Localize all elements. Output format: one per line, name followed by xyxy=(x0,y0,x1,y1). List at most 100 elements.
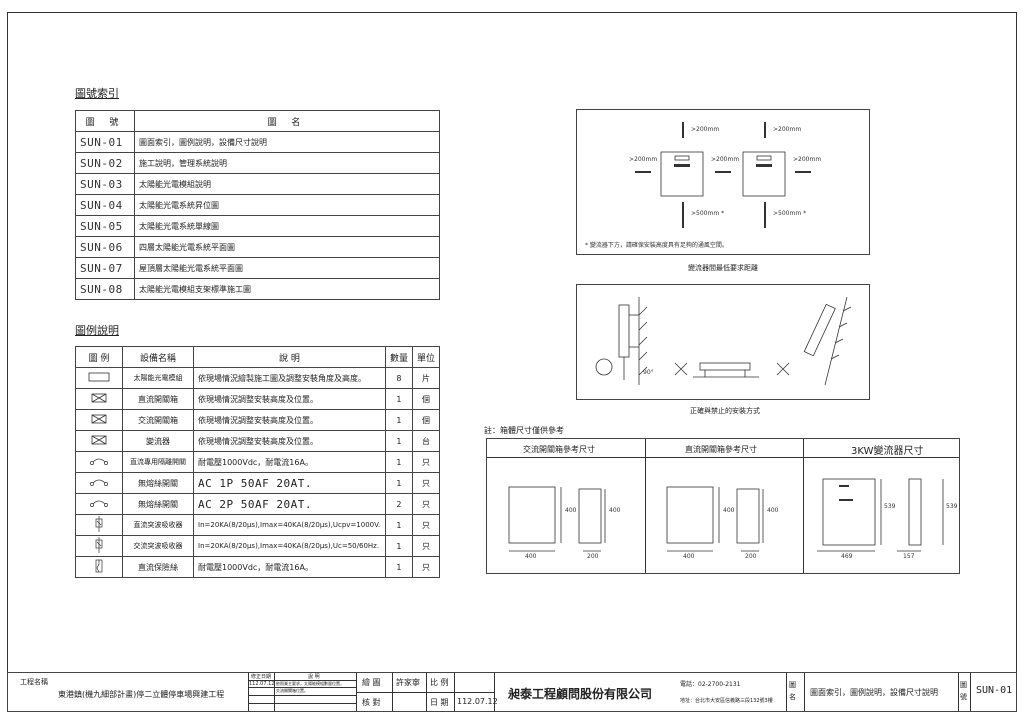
index-name: 太陽能光電系統昇位圖 xyxy=(134,194,440,216)
box-icon xyxy=(75,388,123,410)
index-title: 圖號索引 xyxy=(75,87,119,100)
left-clearance: >200mm xyxy=(629,156,658,163)
drafter-name: 許家寧 xyxy=(396,678,420,687)
scale-label: 比 例 xyxy=(430,678,449,687)
dims-drawing xyxy=(508,478,944,552)
ac-width: 400 xyxy=(525,553,537,560)
index-code: SUN-01 xyxy=(75,131,135,153)
company-name: 昶泰工程顧問股份有限公司 xyxy=(508,687,653,701)
top-clearance-2: >200mm xyxy=(773,126,802,133)
legend-row: 交流開關箱 依現場情況調整安裝高度及位置。 1 個 xyxy=(75,409,441,431)
dc-dims-header: 直流開關箱參考尺寸 xyxy=(685,445,757,454)
legend-desc: In=20KA(8/20μs),Imax=40KA(8/20μs),Ucpv=1… xyxy=(193,514,386,536)
legend-qty: 1 xyxy=(384,388,413,410)
legend-unit: 只 xyxy=(411,451,441,473)
legend-unit: 個 xyxy=(411,388,441,410)
legend-header-unit: 單位 xyxy=(411,346,441,368)
index-header-name: 圖 名 xyxy=(134,110,440,132)
surge-protector-icon xyxy=(75,535,123,557)
legend-desc: In=20KA(8/20μs),Imax=40KA(8/20μs),Uc=50/… xyxy=(193,535,386,557)
title-block: 工程名稱 東港鎮(機九細部計畫)停二立體停車場興建工程 修正日期 說 明 112… xyxy=(7,672,1017,712)
legend-name: 直流專用隔離開關 xyxy=(122,451,194,473)
legend-unit: 片 xyxy=(411,367,441,389)
ac-dims-header: 交流開關箱參考尺寸 xyxy=(523,445,595,454)
legend-row: 無熔絲開關 AC 1P 50AF 20AT. 1 只 xyxy=(75,472,441,494)
solar-module-icon xyxy=(75,367,123,389)
inverter-depth: 157 xyxy=(903,553,915,560)
ac-height: 400 xyxy=(565,507,577,514)
legend-qty: 1 xyxy=(384,451,413,473)
sheet-name-label: 圖名 xyxy=(789,681,796,701)
index-name: 圖面索引，圖例說明，設備尺寸說明 xyxy=(134,131,440,153)
legend-desc: 耐電壓1000Vdc，耐電流16A。 xyxy=(193,451,386,473)
mounting-diagram: 90° xyxy=(576,284,870,400)
legend-table: 圖 例 設備名稱 說 明 數量 單位 太陽能光電模組 依現場情況繪製施工圖及調整… xyxy=(75,346,441,578)
index-row: SUN-02 施工說明，管理系統說明 xyxy=(75,152,440,174)
legend-name: 無熔絲開關 xyxy=(122,493,194,515)
legend-qty: 1 xyxy=(384,409,413,431)
mounting-drawing xyxy=(595,296,852,386)
ac-height-side: 400 xyxy=(609,507,621,514)
dc-width: 400 xyxy=(683,553,695,560)
legend-qty: 1 xyxy=(384,514,413,536)
company-address: 地址：台北市大安區信義路三段132號3樓 xyxy=(680,698,773,704)
inverter-height-side: 539 xyxy=(946,503,958,510)
index-name: 施工說明，管理系統說明 xyxy=(134,152,440,174)
inverter-width: 469 xyxy=(841,553,853,560)
switch-icon xyxy=(75,472,123,494)
surge-protector-icon xyxy=(75,514,123,536)
box-icon xyxy=(75,409,123,431)
index-header-code: 圖 號 xyxy=(75,110,135,132)
legend-desc: AC 1P 50AF 20AT. xyxy=(193,472,386,494)
legend-unit: 只 xyxy=(411,472,441,494)
ac-depth: 200 xyxy=(587,553,599,560)
project-label: 工程名稱 xyxy=(20,678,48,686)
clearance-caption: 變流器間最低要求距離 xyxy=(688,264,758,272)
inverter-dims-header: 3KW變流器尺寸 xyxy=(851,446,924,457)
index-row: SUN-07 屋頂層太陽能光電系統平面圖 xyxy=(75,257,440,279)
index-name: 太陽能光電模組支架標準施工圖 xyxy=(134,278,440,300)
legend-desc: 依現場情況調整安裝高度及位置。 xyxy=(193,388,386,410)
clearance-drawing xyxy=(635,122,811,228)
legend-unit: 只 xyxy=(411,556,441,578)
sheet-name: 圖面索引，圖例說明，設備尺寸說明 xyxy=(810,688,938,697)
index-row: SUN-01 圖面索引，圖例說明，設備尺寸說明 xyxy=(75,131,440,153)
sheet-number: SUN-01 xyxy=(976,685,1013,696)
legend-header-qty: 數量 xyxy=(384,346,413,368)
index-code: SUN-02 xyxy=(75,152,135,174)
legend-name: 交流突波吸收器 xyxy=(122,535,194,557)
index-code: SUN-06 xyxy=(75,236,135,258)
index-name: 太陽能光電模組說明 xyxy=(134,173,440,195)
bottom-clearance-1: >500mm * xyxy=(691,210,725,217)
legend-header-name: 設備名稱 xyxy=(122,346,194,368)
bottom-clearance-2: >500mm * xyxy=(773,210,807,217)
index-name: 太陽能光電系統單線圖 xyxy=(134,215,440,237)
sheet-no-label: 圖號 xyxy=(960,681,967,701)
legend-row: 變流器 依現場情況調整安裝高度及位置。 1 台 xyxy=(75,430,441,452)
legend-row: 直流保險絲 耐電壓1000Vdc，耐電流16A。 1 只 xyxy=(75,556,441,578)
legend-desc: AC 2P 50AF 20AT. xyxy=(193,493,386,515)
dc-height-side: 400 xyxy=(767,507,779,514)
legend-qty: 2 xyxy=(384,493,413,515)
dims-note: 註：箱體尺寸僅供參考 xyxy=(484,426,564,435)
legend-unit: 個 xyxy=(411,409,441,431)
project-name: 東港鎮(機九細部計畫)停二立體停車場興建工程 xyxy=(58,690,225,699)
legend-qty: 1 xyxy=(384,535,413,557)
revision-desc-label: 說 明 xyxy=(308,674,320,680)
dc-depth: 200 xyxy=(745,553,757,560)
legend-name: 太陽能光電模組 xyxy=(122,367,194,389)
legend-unit: 只 xyxy=(411,514,441,536)
mounting-caption: 正確與禁止的安裝方式 xyxy=(690,407,760,415)
legend-qty: 1 xyxy=(384,556,413,578)
index-code: SUN-08 xyxy=(75,278,135,300)
right-clearance: >200mm xyxy=(793,156,822,163)
legend-unit: 只 xyxy=(411,493,441,515)
clearance-diagram: >200mm >200mm >200mm >200mm >200mm >500m… xyxy=(576,109,870,255)
fuse-icon xyxy=(75,556,123,578)
clearance-note: * 變流器下方，請確保安裝高度具有足夠的通風空間。 xyxy=(585,242,728,249)
index-row: SUN-08 太陽能光電模組支架標準施工圖 xyxy=(75,278,440,300)
index-code: SUN-07 xyxy=(75,257,135,279)
legend-unit: 只 xyxy=(411,535,441,557)
legend-qty: 1 xyxy=(384,430,413,452)
legend-desc: 依現場情況繪製施工圖及調整安裝角度及高度。 xyxy=(193,367,386,389)
